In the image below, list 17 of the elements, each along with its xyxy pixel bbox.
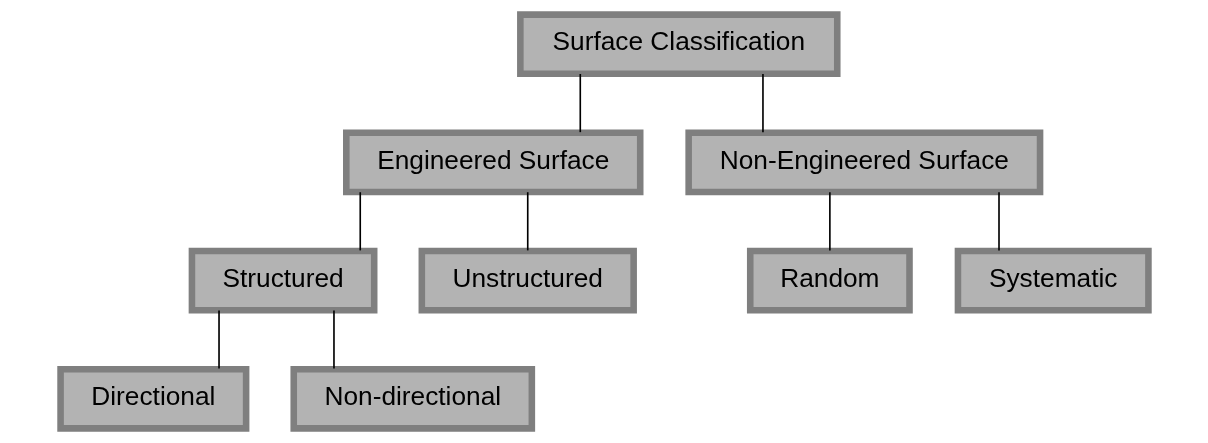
connector	[526, 191, 529, 252]
connector	[761, 73, 764, 133]
connector	[997, 191, 1000, 252]
node-box: Surface Classification	[516, 11, 841, 77]
node-box: Random	[746, 247, 913, 314]
node-box: Non-directional	[289, 366, 535, 432]
node-box: Engineered Surface	[342, 129, 643, 196]
node-box: Systematic	[954, 247, 1152, 314]
connector	[578, 73, 581, 133]
node-box: Directional	[56, 366, 249, 432]
connector	[332, 309, 335, 370]
connector	[217, 309, 220, 370]
node-box: Unstructured	[418, 247, 637, 314]
node-box: Structured	[188, 247, 377, 314]
connector	[828, 191, 831, 252]
node-box: Non-Engineered Surface	[684, 129, 1043, 196]
connector	[358, 191, 361, 252]
